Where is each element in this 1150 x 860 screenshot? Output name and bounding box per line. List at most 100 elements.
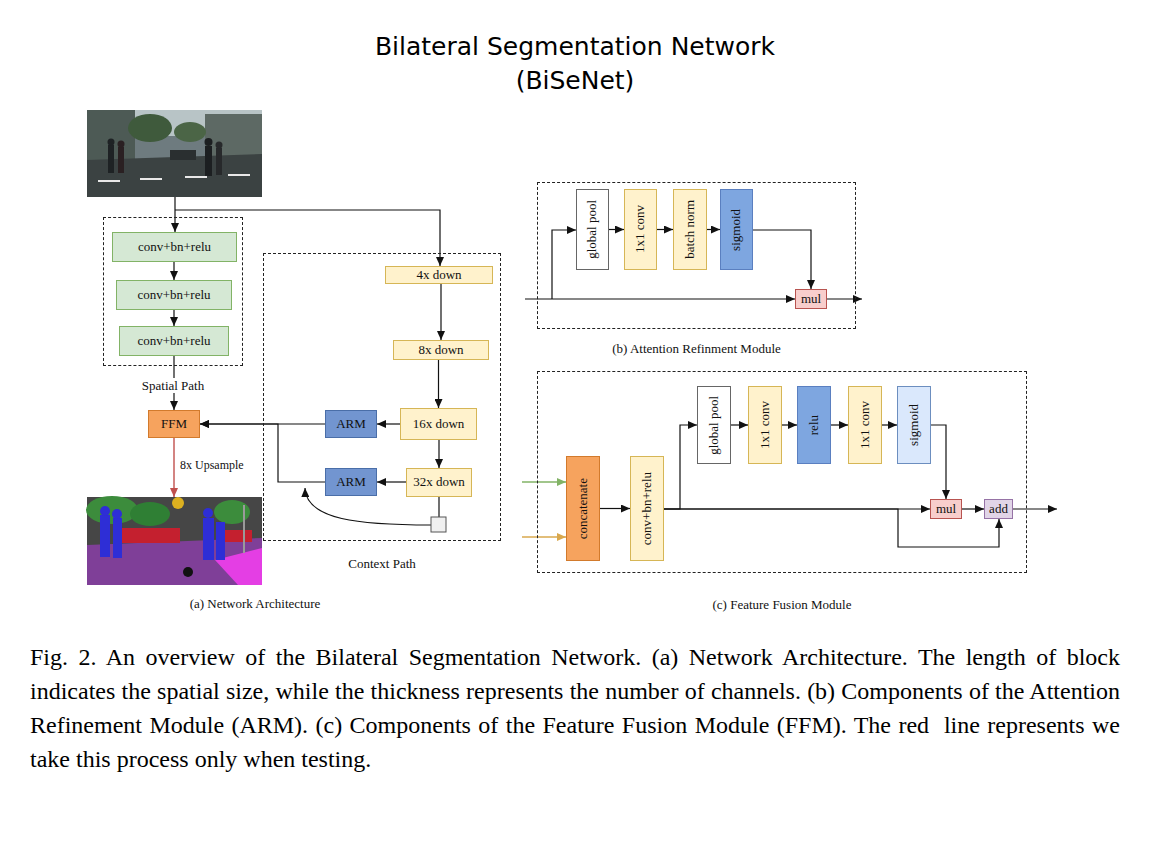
sigmoid-block: sigmoid [897,386,931,464]
flow-arrow [707,229,720,230]
block-label: 1x1 conv [758,401,773,449]
input-image [98,180,120,182]
flow-arrow [753,230,811,289]
input-wire [525,298,795,299]
block-label: add [989,502,1008,517]
input-wire [175,197,1057,525]
conv-block: conv+bn+relu [116,280,232,310]
caption-box: Fig. 2. An overview of the Bilateral Seg… [30,640,1120,776]
block-label: global pool [585,200,600,259]
block-label: conv+bn+relu [137,334,210,349]
add-block: add [984,499,1013,519]
segmentation-output [203,518,214,560]
input-wire [174,197,175,232]
segmentation-output [113,518,122,558]
diagram-title: Bilateral Segmentation Network (BiSeNet) [375,32,775,95]
downsample-block: 16x down [400,408,477,440]
block-label: conv+bn+relu [640,472,655,545]
input-image [128,114,172,142]
input-image [228,174,250,176]
context-path-group: Context Path4x down8x down16x down32x do… [263,253,501,541]
input-image [216,148,222,175]
block-label: batch norm [683,200,698,259]
block-label: 32x down [413,475,465,490]
group-heading-box: (c) Feature Fusion Module [538,595,1026,613]
input-image [170,150,196,160]
flow-arrow [438,440,439,468]
global-pool-square [431,517,446,532]
input-image [205,146,212,176]
input-wire [552,230,576,299]
figure-caption: Fig. 2. An overview of the Bilateral Seg… [30,644,1126,772]
upsample-label: 8x Upsample [180,458,244,472]
block-label: 1x1 conv [858,401,873,449]
block-label: 1x1 conv [633,205,648,253]
segmentation-output [118,528,180,543]
input-wire [438,497,439,517]
norm-block: batch norm [673,189,707,270]
global-pool-square [431,517,446,532]
segmentation-output [222,530,252,542]
group-heading: (b) Attention Refinment Module [610,341,783,356]
flow-arrow [438,360,439,408]
conv-block: conv+bn+relu [630,456,664,561]
block-label: FFM [161,417,187,432]
group-heading-box: Context Path [264,554,500,572]
flow-arrow [609,229,624,230]
input-image [118,141,125,148]
upsample-label-box: 8x Upsample [180,455,244,473]
segmentation-output [100,506,110,516]
input-wire [1013,508,1057,509]
upsample-line [173,438,174,497]
input-wire [827,298,862,299]
group-heading-box: Spatial Path [104,376,242,394]
block-label: sigmoid [729,209,744,251]
flow-arrow [377,423,400,424]
arm-block: ARM [325,468,377,496]
input-image [87,110,262,197]
flow-arrow [664,425,697,509]
downsample-block: 4x down [385,266,493,284]
downsample-block: 8x down [393,340,489,360]
concat-block: concatenate [566,456,600,561]
arm-block: ARM [325,410,377,438]
upsample-line [173,438,174,497]
block-label: 16x down [413,417,465,432]
input-image [87,110,262,197]
flow-arrow [600,508,630,509]
spatial-path-group: Spatial Pathconv+bn+reluconv+bn+reluconv… [103,217,243,366]
block-label: 8x down [418,343,463,358]
ffm-detail-group: (c) Feature Fusion Moduleconcatenateconv… [537,371,1027,573]
group-heading: Context Path [346,556,418,571]
downsample-block: 32x down [406,468,472,497]
input-image [118,147,124,173]
block-label: 4x down [416,268,461,283]
segmentation-output [243,505,245,553]
group-heading: (c) Feature Fusion Module [710,597,853,612]
block-label: conv+bn+relu [137,288,210,303]
input-image [108,139,115,146]
relu-block: relu [797,386,831,464]
flow-arrow [173,310,174,326]
sigmoid-block: sigmoid [720,189,753,270]
block-label: ARM [336,417,366,432]
flow-arrow [782,424,797,425]
flow-arrow [962,508,984,509]
flow-arrow [377,481,406,482]
flow-arrow [831,424,848,425]
input-image [140,178,162,180]
block-label: conv+bn+relu [138,240,211,255]
block-label: sigmoid [907,404,922,446]
conv-block: 1x1 conv [848,386,882,464]
arm-detail-group: (b) Attention Refinment Moduleglobal poo… [537,182,856,329]
segmentation-output [183,567,193,577]
segmentation-output [86,496,138,524]
block-label: mul [936,502,956,517]
input-image [205,138,213,146]
figure-label: (a) Network Architecture [190,596,321,611]
context-input-line [522,536,566,537]
spatial-input-line [522,481,566,482]
input-image [185,176,207,178]
segmentation-output [86,496,262,585]
